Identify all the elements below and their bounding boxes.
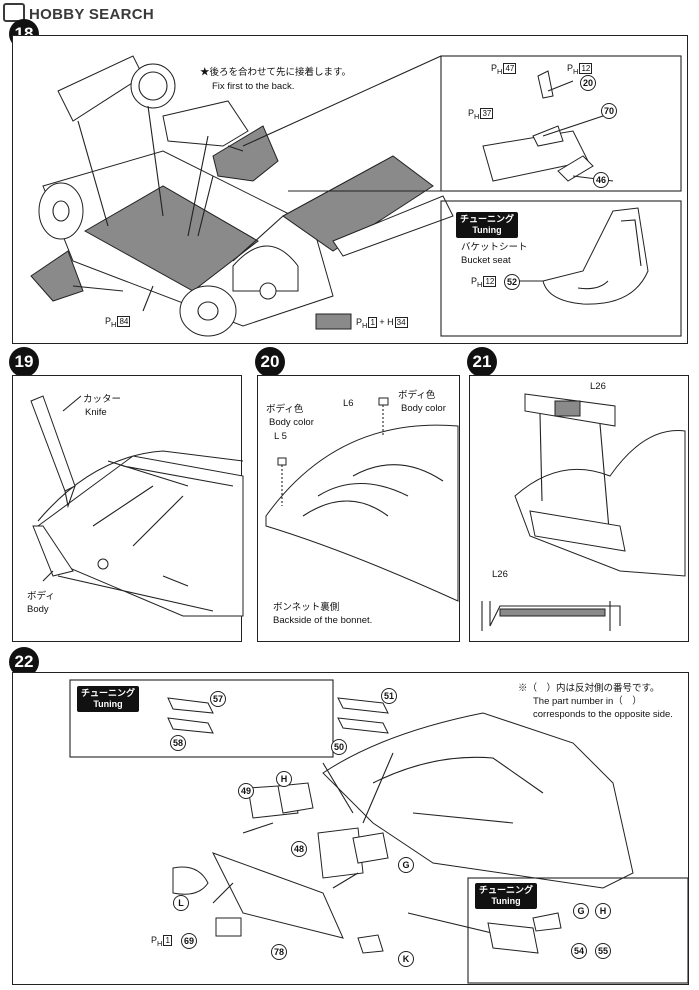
part-54: 54 — [571, 943, 587, 959]
step-20-drawing — [265, 397, 459, 602]
step-19-number: 19 — [9, 347, 39, 377]
step-19-panel: カッター Knife ボディ Body — [12, 375, 244, 642]
bucket-seat-label-jp: バケットシート — [461, 242, 528, 253]
step-21-drawing — [481, 393, 686, 631]
part-58: 58 — [170, 735, 186, 751]
step-21-number: 21 — [467, 347, 497, 377]
backside-label-en: Backside of the bonnet. — [273, 615, 373, 626]
part-50: 50 — [331, 739, 347, 755]
body-color-en-left: Body color — [269, 417, 314, 428]
part-52: 52 — [504, 274, 520, 290]
step-22-note-en-1: The part number in（ ） — [533, 696, 642, 707]
body-label-jp: ボディ — [27, 591, 55, 602]
step-18-note-jp: ★後ろを合わせて先に接着します。 — [200, 67, 352, 78]
part-70: 70 — [601, 103, 617, 119]
part-K: K — [398, 951, 414, 967]
part-G: G — [398, 857, 414, 873]
step-22-note-en-2: corresponds to the opposite side. — [533, 709, 673, 720]
part-78: 78 — [271, 944, 287, 960]
backside-label-jp: ボンネット裏側 — [273, 602, 340, 613]
step-20-panel: L6 ボディ色 Body color ボディ色 Body color L 5 ボ… — [257, 375, 460, 642]
step-22-note-jp: ※（ ）内は反対側の番号です。 — [518, 683, 660, 694]
step-19-drawing — [30, 395, 244, 617]
l26-bottom-label: L26 — [492, 569, 508, 580]
part-L: L — [173, 895, 189, 911]
step-18-drawing — [30, 55, 682, 337]
step-20-number: 20 — [255, 347, 285, 377]
step-22-drawing — [69, 679, 689, 984]
part-69: 69 — [181, 933, 197, 949]
body-label-en: Body — [27, 604, 49, 615]
step-18-panel: ★後ろを合わせて先に接着します。 Fix first to the back. … — [12, 35, 688, 344]
body-color-jp-left: ボディ色 — [266, 404, 304, 415]
part-49: 49 — [238, 783, 254, 799]
part-G-2: G — [573, 903, 589, 919]
body-color-jp-right: ボディ色 — [398, 390, 436, 401]
l6-label: L6 — [343, 398, 354, 409]
step-21-panel: L26 L26 — [469, 375, 689, 642]
part-20: 20 — [580, 75, 596, 91]
part-55: 55 — [595, 943, 611, 959]
part-H: H — [276, 771, 292, 787]
bucket-seat-label-en: Bucket seat — [461, 255, 511, 266]
l26-top-label: L26 — [590, 381, 606, 392]
part-51: 51 — [381, 688, 397, 704]
body-color-en-right: Body color — [401, 403, 446, 414]
knife-label-en: Knife — [85, 407, 107, 418]
part-H-2: H — [595, 903, 611, 919]
step-18-note-en: Fix first to the back. — [212, 81, 295, 92]
part-57: 57 — [210, 691, 226, 707]
part-46: 46 — [593, 172, 609, 188]
knife-label-jp: カッター — [83, 394, 122, 405]
part-48: 48 — [291, 841, 307, 857]
l5-label: L 5 — [274, 431, 287, 442]
